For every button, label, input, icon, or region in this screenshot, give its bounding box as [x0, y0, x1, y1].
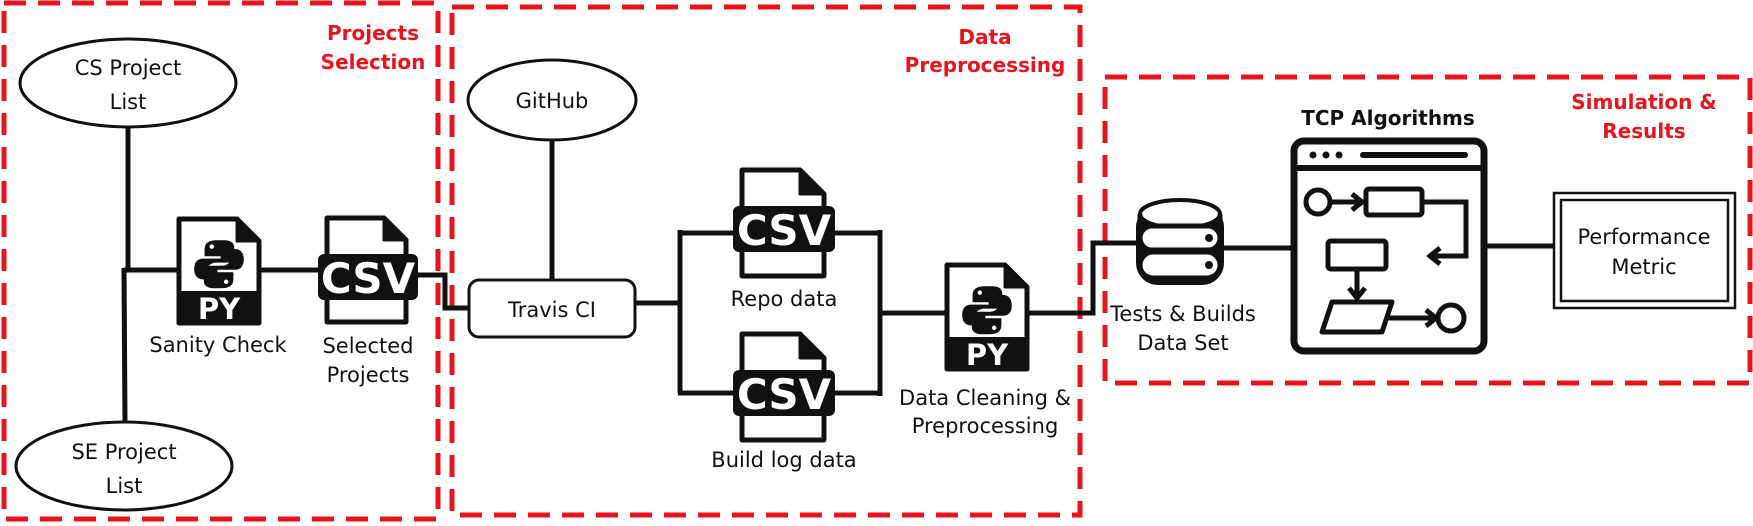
travis-ci-node: Travis CI	[467, 278, 637, 339]
dataset-node: Tests & Builds Data Set	[1109, 198, 1256, 355]
csv-file-icon: CSV	[733, 331, 835, 443]
build-log-data-badge: CSV	[737, 370, 832, 419]
tcp-algorithms-title: TCP Algorithms	[1301, 106, 1475, 130]
python-file-icon: PY	[179, 219, 259, 326]
stage-title-simulation-line1: Simulation &	[1571, 90, 1717, 114]
stage-title-simulation-line2: Results	[1602, 119, 1685, 143]
sanity-check-node: PY Sanity Check	[149, 219, 287, 357]
flowchart-window-icon	[1290, 137, 1488, 355]
build-log-data-label: Build log data	[711, 448, 856, 472]
sanity-check-badge: PY	[198, 292, 241, 326]
repo-data-node: CSV Repo data	[731, 167, 838, 311]
selected-projects-line1: Selected	[322, 334, 413, 358]
repo-data-badge: CSV	[737, 206, 832, 255]
se-project-list-node: SE Project List	[14, 420, 234, 512]
stage-title-selection-line1: Projects	[327, 21, 419, 45]
dataset-line2: Data Set	[1137, 331, 1228, 355]
connectors	[121, 126, 1555, 425]
csv-file-icon: CSV	[318, 215, 418, 325]
stage-title-preprocessing-line2: Preprocessing	[905, 53, 1066, 77]
selected-projects-line2: Projects	[327, 363, 410, 387]
data-cleaning-line1: Data Cleaning &	[899, 386, 1071, 410]
performance-metric-node: Performance Metric	[1552, 191, 1737, 310]
data-cleaning-node: PY Data Cleaning & Preprocessing	[899, 265, 1071, 438]
tcp-algorithms-node: TCP Algorithms	[1290, 106, 1488, 355]
python-file-icon: PY	[947, 265, 1027, 372]
csv-file-icon: CSV	[733, 167, 835, 279]
travis-ci-label: Travis CI	[507, 298, 596, 322]
cs-project-list-line1: CS Project	[75, 56, 182, 80]
performance-metric-line1: Performance	[1577, 225, 1710, 249]
se-project-list-line2: List	[106, 474, 143, 498]
data-cleaning-line2: Preprocessing	[912, 414, 1059, 438]
database-icon	[1136, 198, 1224, 285]
github-label: GitHub	[516, 89, 589, 113]
stage-box-projects-selection	[1, 0, 441, 522]
stage-box-simulation-results	[1102, 74, 1753, 386]
build-log-data-node: CSV Build log data	[711, 331, 857, 472]
selected-projects-node: CSV Selected Projects	[318, 215, 418, 387]
stage-title-selection-line2: Selection	[321, 50, 426, 74]
data-cleaning-badge: PY	[966, 338, 1009, 372]
cs-project-list-line2: List	[110, 90, 147, 114]
cs-project-list-node: CS Project List	[18, 37, 238, 129]
repo-data-label: Repo data	[731, 287, 838, 311]
performance-metric-line2: Metric	[1611, 255, 1676, 279]
dataset-line1: Tests & Builds	[1109, 302, 1256, 326]
stage-box-data-preprocessing	[449, 4, 1083, 518]
se-project-list-line1: SE Project	[71, 440, 176, 464]
selected-projects-badge: CSV	[321, 254, 416, 303]
stage-title-preprocessing-line1: Data	[958, 25, 1011, 49]
github-node: GitHub	[466, 58, 638, 142]
sanity-check-label: Sanity Check	[149, 333, 287, 357]
